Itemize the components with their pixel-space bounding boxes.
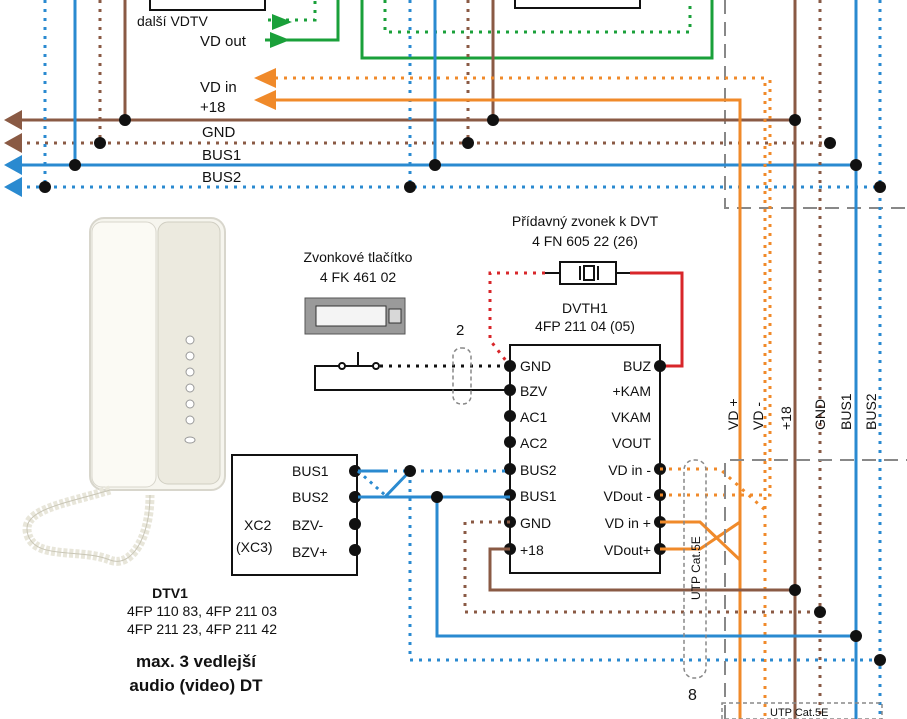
pin-left-ac1: AC1 [520, 409, 547, 425]
lower-frame-dashed [724, 459, 907, 719]
pin-right-vd-in-minus: VD in - [608, 462, 651, 478]
pin-right-vdout-plus: VDout+ [604, 542, 651, 558]
pin-right-kam: +KAM [612, 383, 651, 399]
unit-left-pins: GND BZV AC1 AC2 BUS2 BUS1 GND +18 [520, 358, 557, 558]
riser-label-bus2: BUS2 [863, 393, 879, 430]
pin-left-ac2: AC2 [520, 435, 547, 451]
label-gnd: GND [202, 124, 236, 141]
dtv-codes-1: 4FP 110 83, 4FP 211 03 [127, 603, 277, 619]
pin-left-bus1: BUS1 [520, 488, 557, 504]
orange-vd-wires-top [275, 76, 767, 719]
label-vd-out: VD out [200, 33, 247, 50]
push-button-symbol [314, 352, 510, 391]
wire-count-8: 8 [688, 687, 697, 704]
xc2-pin-bzv-plus: BZV+ [292, 544, 327, 560]
button-title: Zvonkové tlačítko [304, 249, 413, 265]
xc2-pin-bus1: BUS1 [292, 463, 329, 479]
bus-plus18-line [4, 110, 795, 130]
green-vd-out-dotted-wires [268, 0, 692, 34]
dvth1-box [509, 344, 661, 574]
vd-in-arrow-2 [254, 90, 276, 110]
cable-marker-utp [683, 459, 707, 679]
vd-in-arrow [254, 68, 276, 88]
label-bus2: BUS2 [202, 169, 241, 186]
cable-marker-bottom [721, 702, 883, 719]
unit-pin-dots [504, 360, 666, 555]
pin-right-buz: BUZ [623, 358, 651, 374]
riser-label-gnd: GND [812, 399, 828, 430]
label-bus1: BUS1 [202, 147, 241, 164]
riser-label-bus1: BUS1 [838, 393, 854, 430]
riser-labels: VD + VD - +18 GND BUS1 BUS2 [725, 393, 879, 430]
junction-dots-top [39, 114, 886, 193]
handset-dtv1-image [22, 217, 226, 566]
pin-left-bzv: BZV [520, 383, 548, 399]
xc2-pin-dots [349, 465, 361, 556]
top-frame-dashed [724, 0, 907, 209]
wire-count-2: 2 [456, 322, 464, 339]
vd-out-arrow [270, 32, 290, 48]
label-dalsi-vdtv: další VDTV [137, 13, 208, 29]
label-plus18: +18 [200, 99, 225, 116]
button-cable-marker [452, 347, 472, 405]
unit-right-pins: BUZ +KAM VKAM VOUT VD in - VDout - VD in… [604, 358, 652, 558]
unit-name: DVTH1 [562, 300, 608, 316]
pin-left-plus18: +18 [520, 542, 544, 558]
pin-right-vkam: VKAM [611, 409, 651, 425]
xc3-label: (XC3) [236, 539, 273, 555]
cable-label-bottom: UTP Cat.5E [770, 707, 829, 719]
dtv-note-1: max. 3 vedlejší [136, 652, 257, 671]
bell-title: Přídavný zvonek k DVT [512, 213, 659, 229]
xc2-pin-bzv-minus: BZV- [292, 517, 323, 533]
dtv-codes-2: 4FP 211 23, 4FP 211 42 [127, 621, 277, 637]
green-vd-out-wires [265, 0, 714, 60]
label-vd-in: VD in [200, 79, 237, 96]
xc2-pin-bus2: BUS2 [292, 489, 329, 505]
bell-code: 4 FN 605 22 (26) [532, 233, 638, 249]
pin-right-vout: VOUT [612, 435, 651, 451]
xc2-connector-box [231, 454, 358, 576]
bus-bus2-line [4, 177, 880, 197]
buzzer-symbol [545, 261, 630, 285]
bell-red-dotted-wire [488, 271, 545, 367]
dtv-note-2: audio (video) DT [129, 676, 263, 695]
riser-label-vd-plus: VD + [725, 398, 741, 430]
riser-label-vd-minus: VD - [750, 402, 766, 430]
button-code: 4 FK 461 02 [320, 269, 396, 285]
pin-right-vdout-minus: VDout - [604, 488, 652, 504]
cable-label-vertical: UTP Cat.5E [689, 536, 703, 600]
pin-left-bus2: BUS2 [520, 462, 557, 478]
vd-out-arrow-2 [272, 14, 292, 30]
dtv-title: DTV1 [152, 585, 188, 601]
pin-left-gnd2: GND [520, 515, 551, 531]
riser-label-plus18: +18 [778, 406, 794, 430]
pin-left-gnd: GND [520, 358, 551, 374]
bus-gnd-line [4, 133, 830, 153]
unit-code: 4FP 211 04 (05) [535, 318, 635, 334]
bell-red-wire [630, 271, 684, 368]
bell-button-image [304, 297, 406, 335]
pin-right-vd-in-plus: VD in + [605, 515, 651, 531]
xc2-label: XC2 [244, 517, 271, 533]
top-device-fragments [149, 0, 641, 11]
lower-junction-dots [404, 465, 886, 666]
